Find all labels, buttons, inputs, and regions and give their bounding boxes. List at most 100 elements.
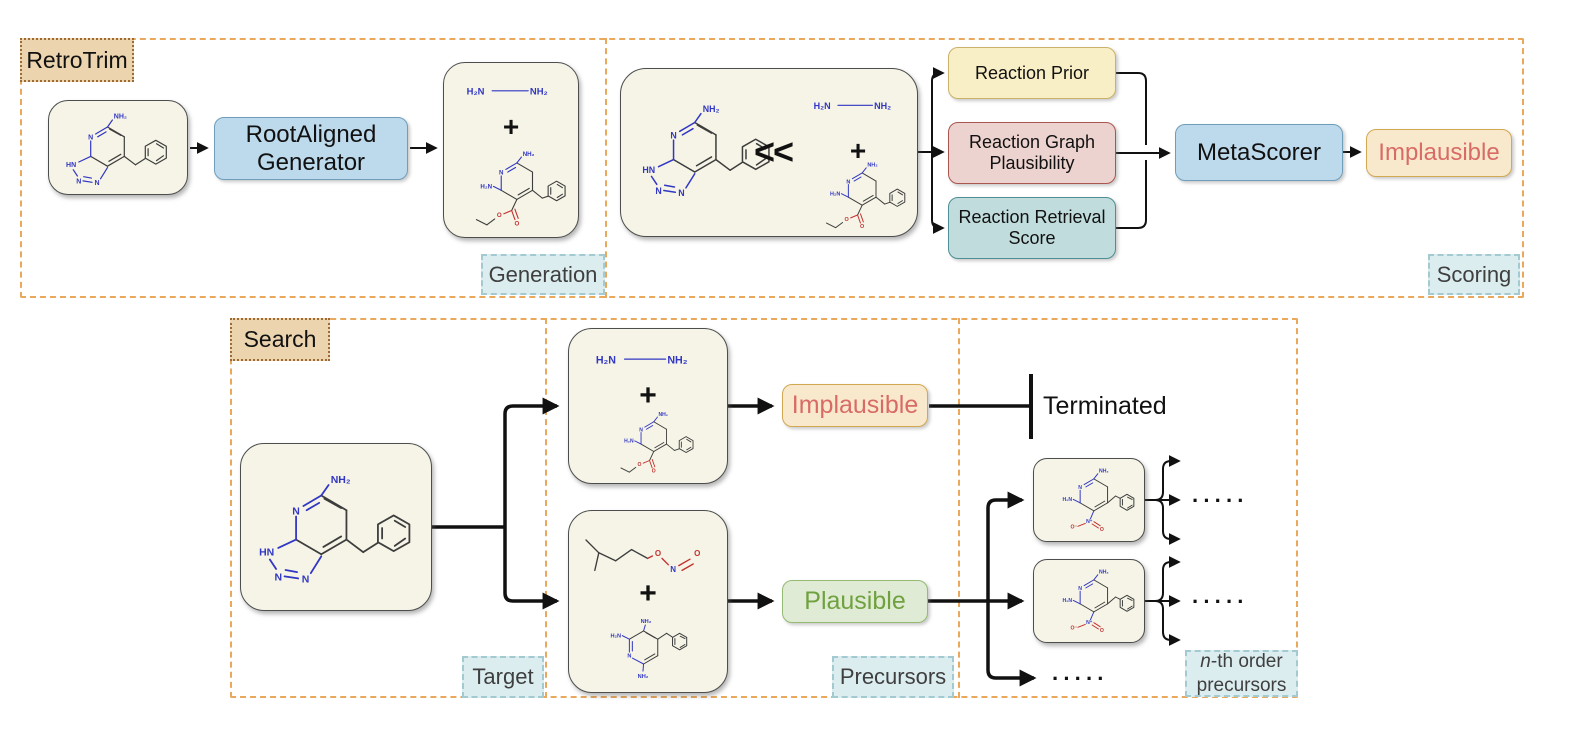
svg-text:H₂N: H₂N [1062,497,1072,503]
svg-text:NH₂: NH₂ [867,163,878,169]
svg-text:NH₂: NH₂ [1099,469,1109,475]
svg-text:HN: HN [66,162,76,169]
svg-text:O: O [652,469,656,475]
svg-text:O⁻: O⁻ [1071,626,1078,632]
svg-text:NH₂: NH₂ [659,412,668,418]
svg-text:NH₂: NH₂ [703,104,720,114]
plus-sign: + [639,577,657,610]
generation-section-label: Generation [481,254,605,295]
svg-text:H₂N: H₂N [611,633,622,639]
plausible-box: Plausible [782,580,928,623]
target-section-label: Target [462,656,544,698]
terminated-label: Terminated [1043,392,1167,420]
molecule-ester-precursor: NH₂ N H₂N O O [582,408,716,478]
svg-text:NH₂: NH₂ [641,619,652,625]
precursors-section-label: Precursors [832,656,954,698]
svg-text:HN: HN [259,547,274,558]
ellipsis-dots: ····· [1192,589,1249,614]
svg-text:NH₂: NH₂ [1099,570,1109,576]
svg-text:N: N [88,135,93,142]
svg-text:N: N [94,180,99,187]
svg-text:O: O [655,549,661,558]
svg-text:O⁻: O⁻ [1071,525,1078,531]
molecule-target: NH₂ N HN N N [54,106,182,190]
svg-text:NH₂: NH₂ [530,86,548,97]
much-less-symbol: << [753,131,794,172]
molecule-triamine: NH₂ H₂N N NH₂ [582,612,714,690]
search-implausible-box: Implausible [782,384,928,427]
svg-text:O: O [694,549,700,558]
svg-text:NH₂: NH₂ [114,114,127,121]
svg-text:H₂N: H₂N [624,438,634,444]
ellipsis-dots: ····· [1192,488,1249,513]
svg-text:N: N [1078,485,1082,491]
svg-text:HN: HN [642,165,655,175]
molecule-hydrazine: H₂N NH₂ [812,99,900,114]
svg-text:NH₂: NH₂ [638,674,649,680]
svg-text:H₂N: H₂N [467,86,485,97]
svg-text:H₂N: H₂N [814,101,831,111]
svg-text:NH₂: NH₂ [523,151,535,158]
ellipsis-dots: ····· [1052,666,1109,691]
svg-text:H₂N: H₂N [1062,598,1072,604]
molecule-hydrazine: H₂N NH₂ [594,352,698,369]
target-precursors-divider [545,318,547,698]
plus-sign: + [849,135,867,166]
svg-text:H₂N: H₂N [830,191,840,197]
svg-text:O: O [514,220,519,227]
svg-text:O: O [1100,628,1104,634]
svg-text:O: O [860,224,865,230]
retrotrim-tag: RetroTrim [20,38,134,82]
svg-text:N: N [302,575,310,586]
molecule-target: NH₂ N HN N N [634,96,782,202]
metascorer-box: MetaScorer [1175,124,1343,181]
generation-scoring-divider [605,38,607,298]
search-panel [230,318,1298,698]
svg-text:N: N [499,170,504,177]
svg-text:N: N [627,654,631,660]
svg-text:O: O [1100,527,1104,533]
search-tag: Search [230,318,330,361]
svg-text:N: N [76,179,81,186]
second-order-precursor-box [1033,559,1145,643]
svg-text:N: N [846,179,850,185]
plus-sign: + [639,379,657,412]
svg-text:N⁺: N⁺ [1086,519,1093,525]
molecule-hydrazine: H₂N NH₂ [465,84,557,100]
reaction-prior-box: Reaction Prior [948,47,1116,99]
svg-text:NH₂: NH₂ [331,475,351,486]
svg-text:O: O [845,217,850,223]
rootaligned-generator-box: RootAligned Generator [214,117,408,180]
plausible-precursor-box [568,510,728,693]
svg-text:N: N [292,506,300,517]
molecule-nitro-precursor: NH₂ N H₂N N⁺ O O⁻ [1039,564,1139,638]
implausible-precursor-box [568,328,728,484]
scoring-implausible-box: Implausible [1366,129,1512,177]
svg-text:N⁺: N⁺ [1086,620,1093,626]
molecule-target: NH₂ N HN N N [252,456,422,598]
second-order-precursor-box [1033,458,1145,542]
svg-text:NH₂: NH₂ [667,354,687,366]
reaction-graph-plausibility-box: Reaction Graph Plausibility [948,122,1116,184]
precursors-expansion-divider [958,318,960,698]
svg-text:O: O [638,462,642,468]
molecule-nitro-precursor: NH₂ N H₂N N⁺ O O⁻ [1039,463,1139,537]
plus-sign: + [502,111,520,142]
svg-text:N: N [670,565,676,574]
scoring-section-label: Scoring [1428,254,1520,295]
svg-text:H₂N: H₂N [596,354,616,366]
svg-text:N: N [639,427,643,433]
svg-text:NH₂: NH₂ [874,101,891,111]
nth-order-precursors-label: n-th order precursors [1185,650,1298,697]
svg-text:N: N [655,186,661,196]
svg-text:N: N [670,130,676,140]
svg-text:N: N [274,573,282,584]
reaction-retrieval-score-box: Reaction Retrieval Score [948,197,1116,259]
svg-text:N: N [678,188,684,198]
svg-text:N: N [1078,586,1082,592]
svg-text:O: O [497,212,502,219]
svg-text:H₂N: H₂N [480,183,492,190]
molecule-ester-precursor: NH₂ N H₂N O O [449,146,573,232]
